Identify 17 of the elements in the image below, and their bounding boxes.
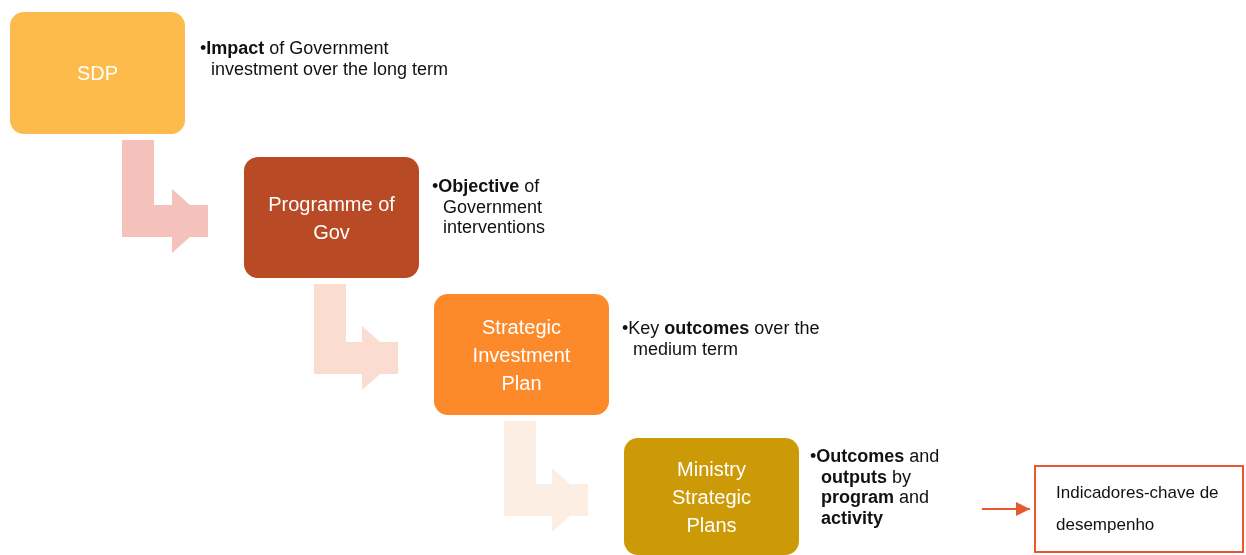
arrow (981, 502, 1031, 516)
box-label: Indicadores-chave de desempenho (1056, 481, 1220, 536)
box-label: Strategic Investment Plan (471, 314, 572, 396)
process-box (624, 438, 799, 555)
box-label: Programme of Gov (267, 191, 396, 245)
bullet-text: •Impact of Government investment over the long term (200, 38, 450, 80)
outlined-box (1034, 465, 1244, 553)
box-label: SDP (76, 61, 119, 86)
bullet-text: •Key outcomes over the medium term (622, 318, 821, 360)
process-box (10, 12, 185, 134)
process-box (434, 294, 609, 415)
bent-arrow (314, 284, 398, 390)
bullet-text: •Objective of Government interventions (432, 176, 547, 239)
bullet-text: •Outcomes and outputs by program and activity (810, 446, 941, 529)
bent-arrow (504, 421, 588, 532)
box-label: Ministry Strategic Plans (671, 456, 752, 538)
process-box (244, 157, 419, 278)
